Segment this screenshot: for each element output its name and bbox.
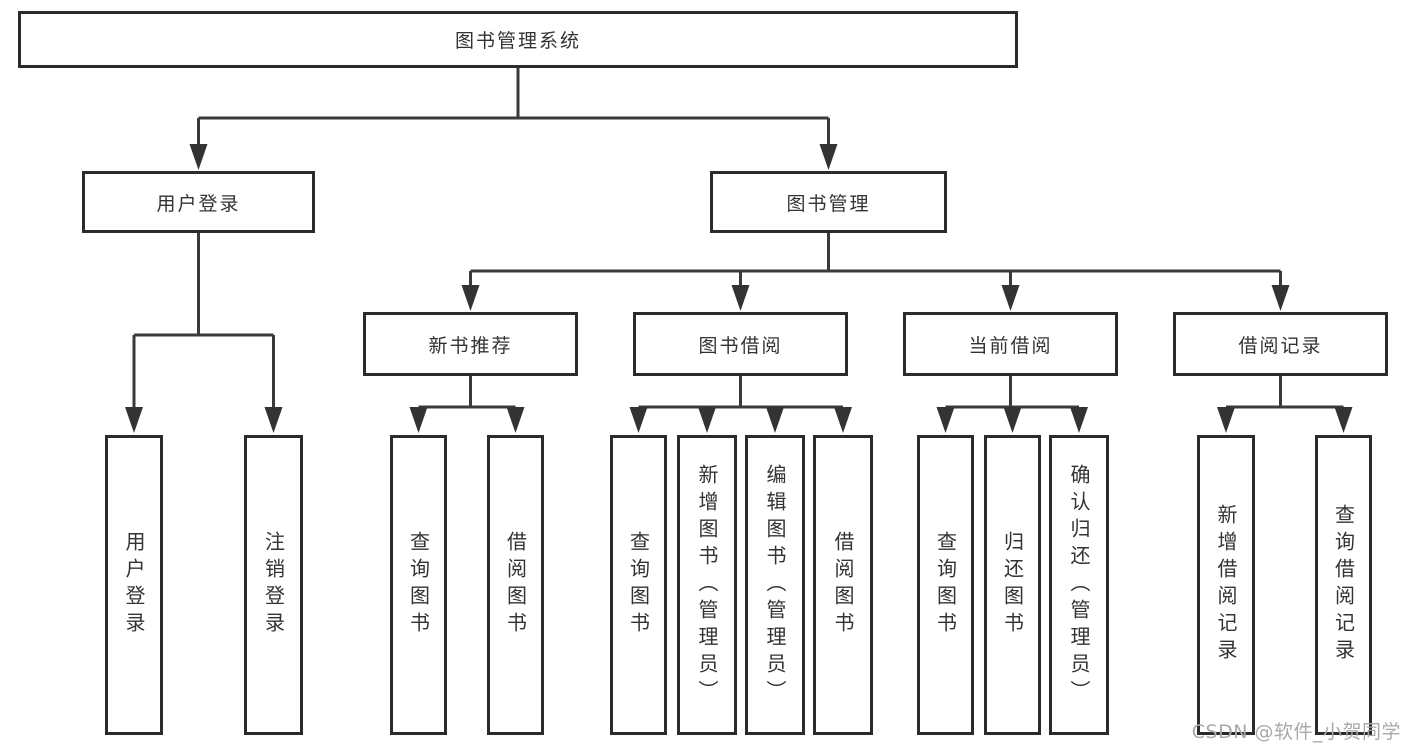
leaf-add-books-admin: 新增图书（管理员） <box>677 435 737 735</box>
leaf-borrow-books-borrowing: 借阅图书 <box>813 435 873 735</box>
node-root: 图书管理系统 <box>18 11 1018 68</box>
connector-user-login <box>132 233 275 411</box>
leaf-query-borrow-record: 查询借阅记录 <box>1315 435 1372 735</box>
leaf-confirm-return-admin: 确认归还（管理员） <box>1049 435 1109 735</box>
leaf-query-books-current: 查询图书 <box>917 435 974 735</box>
watermark: CSDN @软件_小贺同学 <box>1191 721 1401 743</box>
leaf-borrow-books-recommend: 借阅图书 <box>487 435 544 735</box>
leaf-add-borrow-record: 新增借阅记录 <box>1197 435 1255 735</box>
leaf-edit-books-admin: 编辑图书（管理员） <box>745 435 805 735</box>
connector-book-management <box>469 233 1282 288</box>
leaf-return-books: 归还图书 <box>984 435 1041 735</box>
connector-new-book-recommend <box>417 376 517 411</box>
node-book-management: 图书管理 <box>710 171 947 233</box>
connector-root <box>197 68 830 147</box>
leaf-user-login: 用户登录 <box>105 435 163 735</box>
node-book-borrowing: 图书借阅 <box>633 312 848 376</box>
node-user-login: 用户登录 <box>82 171 315 233</box>
leaf-logout-login: 注销登录 <box>244 435 303 735</box>
node-new-book-recommend: 新书推荐 <box>363 312 578 376</box>
leaf-query-books-recommend: 查询图书 <box>390 435 447 735</box>
connector-book-borrowing <box>637 376 845 411</box>
connector-current-borrowing <box>944 376 1081 411</box>
connector-borrow-records <box>1224 376 1345 411</box>
leaf-query-books-borrowing: 查询图书 <box>610 435 667 735</box>
node-current-borrowing: 当前借阅 <box>903 312 1118 376</box>
node-borrow-records: 借阅记录 <box>1173 312 1388 376</box>
arrowheads <box>125 144 1353 433</box>
